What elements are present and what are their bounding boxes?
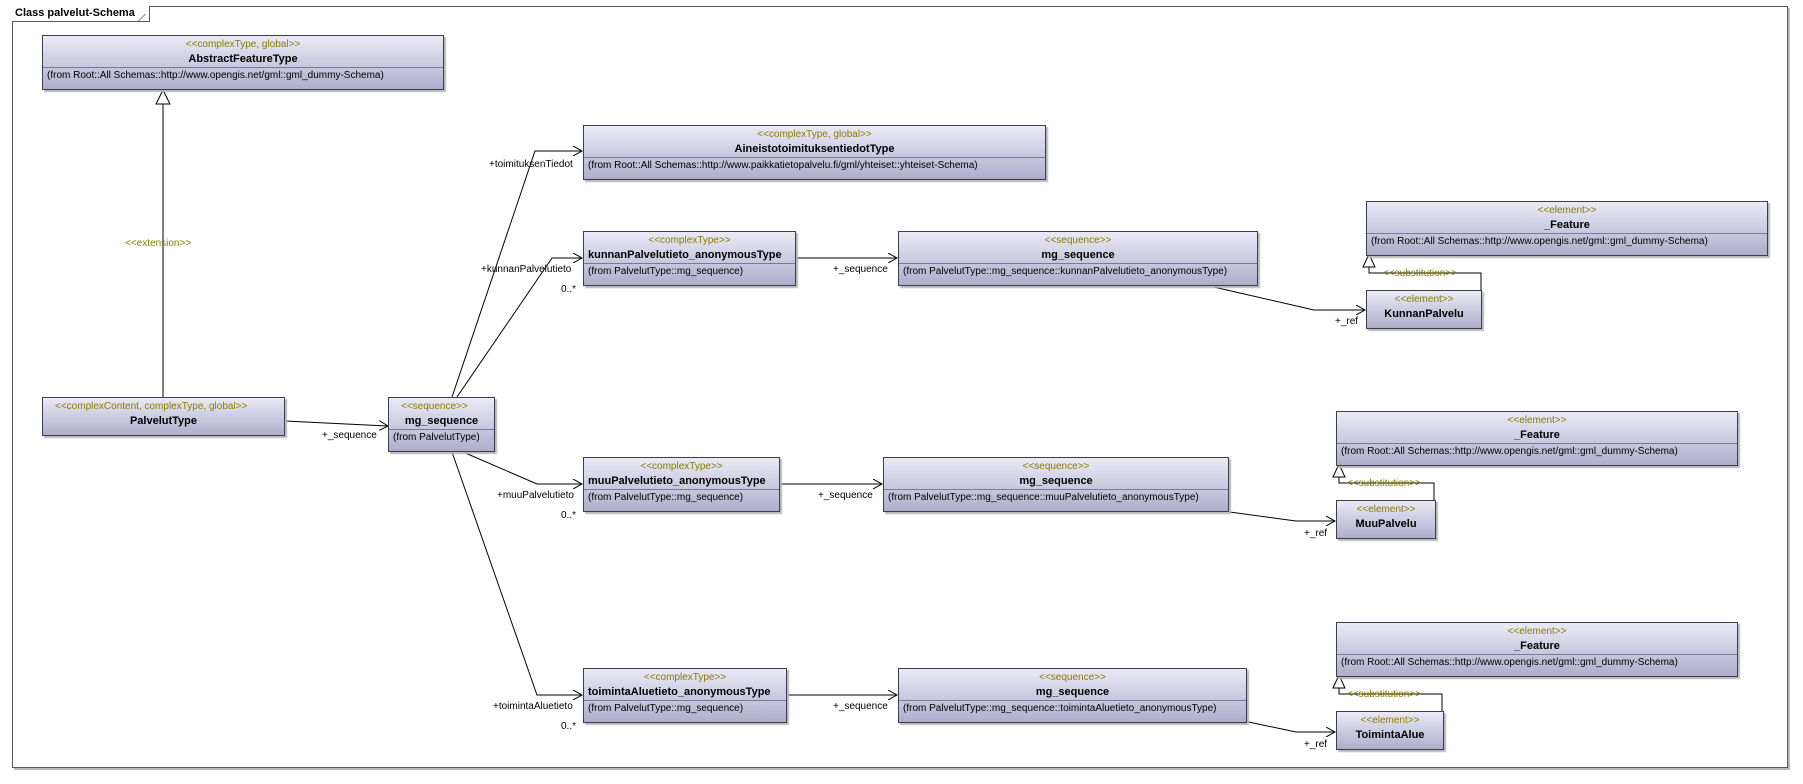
- extension-label: <<extension>>: [125, 238, 192, 249]
- class-name: muuPalvelutieto_anonymousType: [588, 475, 766, 487]
- muu-palvelutieto-connector: [462, 451, 582, 484]
- class-origin: (from PalvelutType): [389, 429, 494, 446]
- class-name: AineistotoimituksentiedotType: [734, 143, 895, 155]
- sequence-role-label: +_sequence: [322, 430, 377, 441]
- stereotype-label: <<complexType>>: [643, 672, 727, 683]
- palvelut-sequence-connector: [284, 420, 388, 426]
- class-name: mg_sequence: [404, 415, 479, 427]
- muu-ref-role-label: +_ref: [1304, 528, 1328, 539]
- muu-ref-connector: [1214, 509, 1335, 521]
- aineisto-type-class[interactable]: <<complexType, global>> Aineistotoimituk…: [583, 125, 1046, 180]
- substitution-label-1: <<substitution>>: [1383, 268, 1457, 279]
- kunnan-mg-sequence-class[interactable]: <<sequence>> mg_sequence (from PalvelutT…: [898, 231, 1258, 286]
- stereotype-label: <<complexType>>: [640, 461, 723, 472]
- class-origin: (from PalvelutType::mg_sequence): [584, 489, 779, 506]
- class-name: toimintaAluetieto_anonymousType: [588, 686, 771, 698]
- toiminta-anonymous-type-class[interactable]: <<complexType>> toimintaAluetieto_anonym…: [583, 668, 787, 723]
- stereotype-label: <<sequence>>: [1039, 672, 1106, 683]
- substitution-arrow-2: [1332, 462, 1346, 478]
- toiminta-alue-element-class[interactable]: <<element>> ToimintaAlue: [1336, 711, 1444, 750]
- diagram-title: Class palvelut-Schema: [12, 6, 150, 22]
- stereotype-label: <<complexType>>: [648, 235, 731, 246]
- kunnan-palvelu-element-class[interactable]: <<element>> KunnanPalvelu: [1366, 290, 1482, 329]
- kunnan-sequence-role-label: +_sequence: [833, 264, 888, 275]
- stereotype-label: <<complexContent, complexType, global>>: [55, 401, 248, 412]
- kunnan-anonymous-type-class[interactable]: <<complexType>> kunnanPalvelutieto_anony…: [583, 231, 796, 286]
- stereotype-label: <<sequence>>: [1044, 235, 1112, 246]
- muu-mg-sequence-class[interactable]: <<sequence>> mg_sequence (from PalvelutT…: [883, 457, 1229, 512]
- class-name: _Feature: [1544, 219, 1590, 231]
- class-origin: (from Root::All Schemas::http://www.open…: [1367, 233, 1767, 250]
- stereotype-label: <<complexType, global>>: [757, 129, 872, 140]
- class-origin: (from Root::All Schemas::http://www.open…: [43, 67, 443, 84]
- class-name: mg_sequence: [1035, 686, 1110, 698]
- muu-anonymous-type-class[interactable]: <<complexType>> muuPalvelutieto_anonymou…: [583, 457, 780, 512]
- feature-element-class-3[interactable]: <<element>> _Feature (from Root::All Sch…: [1336, 622, 1738, 677]
- toiminta-aluetieto-role-label: +toimintaAluetieto: [493, 701, 573, 712]
- class-origin: (from Root::All Schemas::http://www.paik…: [584, 157, 1045, 174]
- palvelut-type-class[interactable]: <<complexContent, complexType, global>> …: [42, 397, 285, 436]
- class-name: kunnanPalvelutieto_anonymousType: [588, 249, 782, 261]
- class-name: AbstractFeatureType: [188, 53, 298, 65]
- class-name: KunnanPalvelu: [1384, 308, 1464, 320]
- mg-sequence-root-class[interactable]: <<sequence>> mg_sequence (from PalvelutT…: [388, 397, 495, 452]
- class-origin: (from PalvelutType::mg_sequence): [584, 263, 795, 280]
- feature-element-class-2[interactable]: <<element>> _Feature (from Root::All Sch…: [1336, 411, 1738, 466]
- class-name: PalvelutType: [129, 415, 198, 427]
- toimituksen-tiedot-role-label: +toimituksenTiedot: [489, 159, 573, 170]
- substitution-label-2: <<substitution>>: [1347, 478, 1421, 489]
- toiminta-sequence-role-label: +_sequence: [833, 701, 888, 712]
- class-origin: (from Root::All Schemas::http://www.open…: [1337, 654, 1737, 671]
- class-name: mg_sequence: [1041, 249, 1115, 261]
- kunnan-multiplicity-label: 0..*: [561, 284, 577, 295]
- toiminta-multiplicity-label: 0..*: [561, 721, 577, 732]
- muu-palvelutieto-role-label: +muuPalvelutieto: [497, 490, 574, 501]
- class-origin: (from PalvelutType::mg_sequence::kunnanP…: [899, 263, 1257, 280]
- class-origin: (from PalvelutType::mg_sequence::toimint…: [899, 700, 1246, 717]
- muu-sequence-role-label: +_sequence: [818, 490, 873, 501]
- kunnan-palvelutieto-role-label: +kunnanPalvelutieto: [481, 264, 572, 275]
- stereotype-label: <<sequence>>: [1022, 461, 1090, 472]
- class-name: MuuPalvelu: [1355, 518, 1417, 530]
- class-origin: (from PalvelutType::mg_sequence::muuPalv…: [884, 489, 1228, 506]
- class-name: _Feature: [1514, 429, 1560, 441]
- substitution-label-3: <<substitution>>: [1347, 689, 1421, 700]
- substitution-arrow-3: [1332, 673, 1346, 689]
- class-name: ToimintaAlue: [1355, 729, 1425, 741]
- toiminta-aluetieto-connector: [451, 451, 582, 695]
- muu-palvelu-element-class[interactable]: <<element>> MuuPalvelu: [1336, 500, 1436, 539]
- toiminta-mg-sequence-class[interactable]: <<sequence>> mg_sequence (from PalvelutT…: [898, 668, 1247, 723]
- kunnan-palvelutieto-connector: [456, 258, 582, 398]
- stereotype-label: <<element>>: [1394, 294, 1454, 305]
- stereotype-label: <<element>>: [1537, 205, 1597, 216]
- stereotype-label: <<element>>: [1507, 415, 1567, 426]
- stereotype-label: <<element>>: [1356, 504, 1416, 515]
- kunnan-ref-role-label: +_ref: [1335, 316, 1359, 327]
- class-name: _Feature: [1514, 640, 1560, 652]
- feature-element-class-1[interactable]: <<element>> _Feature (from Root::All Sch…: [1366, 201, 1768, 256]
- kunnan-ref-connector: [1204, 284, 1365, 310]
- muu-multiplicity-label: 0..*: [561, 510, 577, 521]
- toiminta-ref-connector: [1243, 720, 1335, 732]
- stereotype-label: <<element>>: [1360, 715, 1420, 726]
- extension-arrow: [155, 88, 171, 105]
- substitution-arrow-1: [1362, 252, 1376, 268]
- stereotype-label: <<element>>: [1507, 626, 1567, 637]
- class-name: mg_sequence: [1019, 475, 1093, 487]
- class-origin: (from PalvelutType::mg_sequence): [584, 700, 786, 717]
- stereotype-label: <<sequence>>: [401, 401, 468, 412]
- class-origin: (from Root::All Schemas::http://www.open…: [1337, 443, 1737, 460]
- toimituksen-tiedot-connector: [451, 151, 582, 398]
- stereotype-label: <<complexType, global>>: [185, 39, 301, 50]
- abstract-feature-type-class[interactable]: <<complexType, global>> AbstractFeatureT…: [42, 35, 444, 90]
- toiminta-ref-role-label: +_ref: [1304, 739, 1328, 750]
